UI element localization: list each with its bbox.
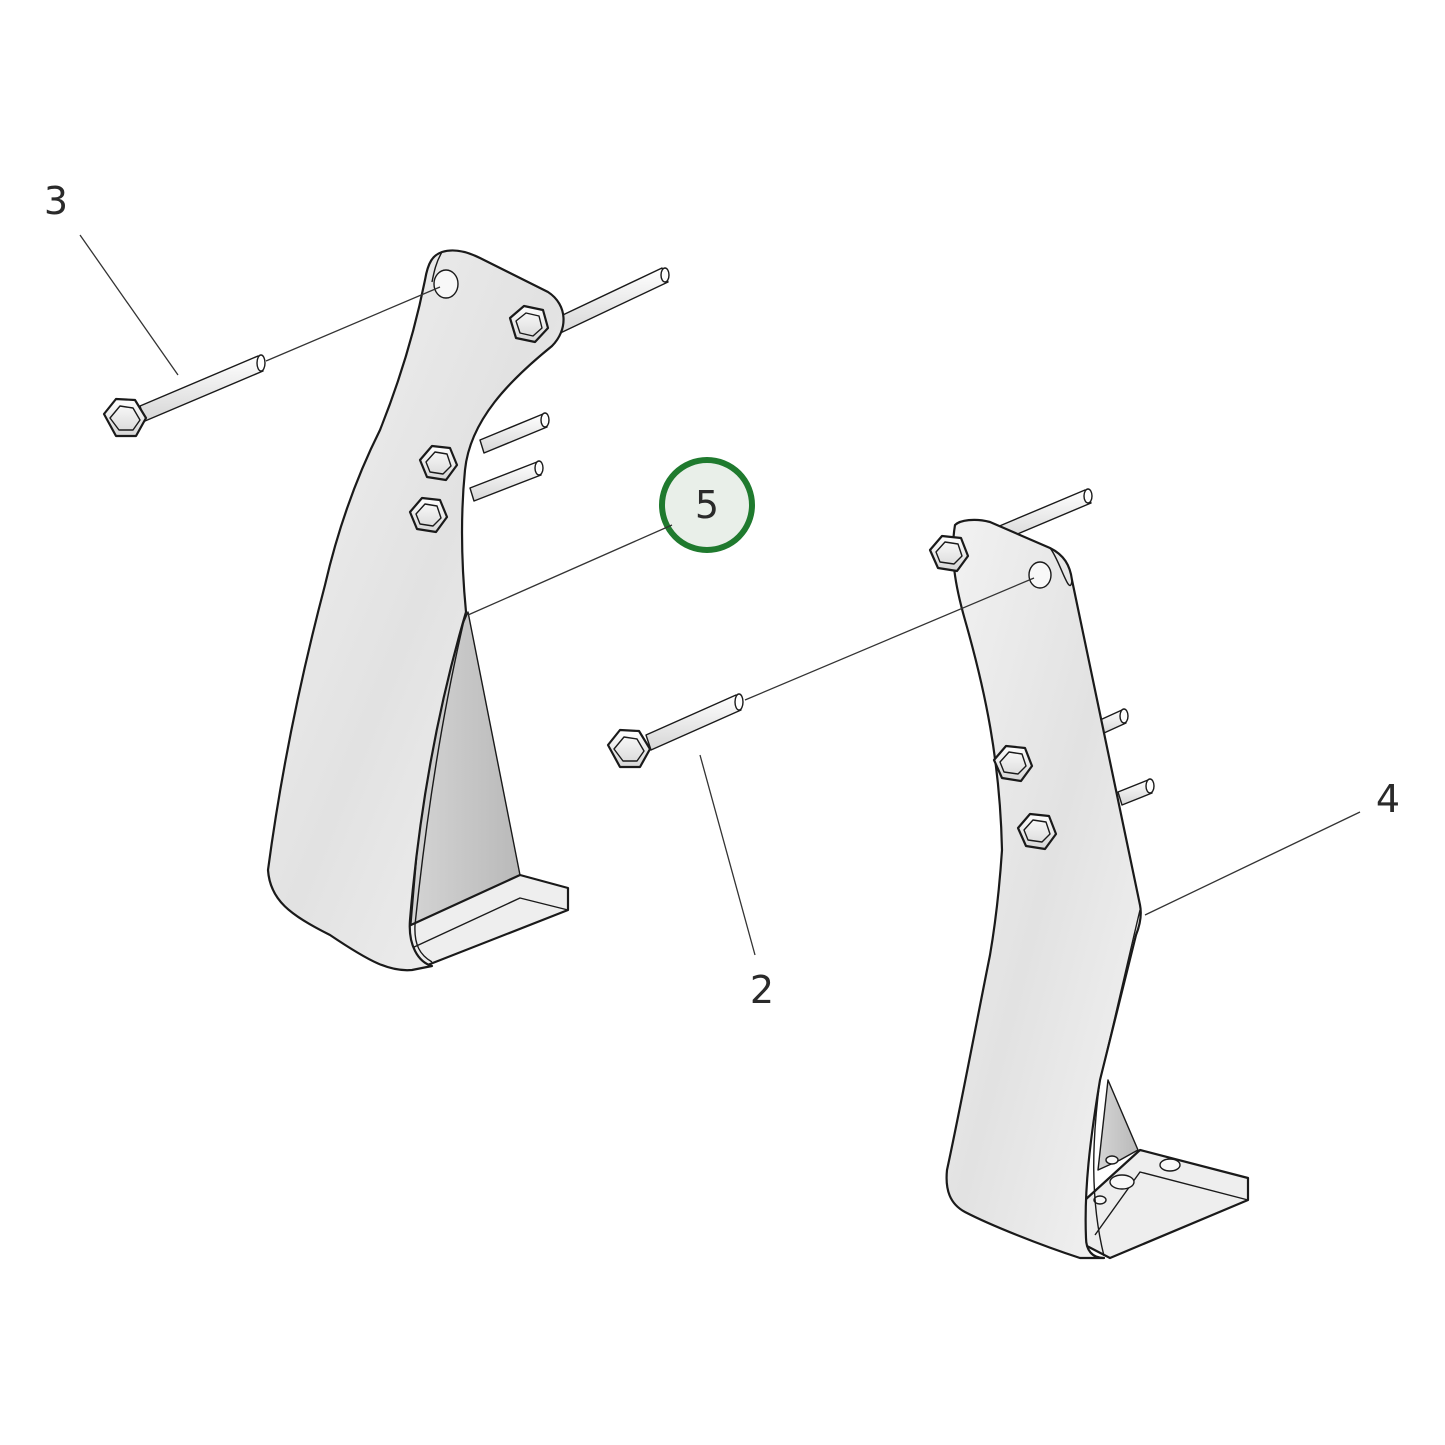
hex-nut-left-low bbox=[408, 496, 449, 534]
bracket-left bbox=[266, 249, 670, 972]
stud-left-mid2 bbox=[469, 460, 544, 502]
stud-left-mid1 bbox=[479, 412, 550, 454]
hex-nut-right-mid bbox=[992, 744, 1034, 783]
hex-nut-right-low bbox=[1016, 812, 1058, 851]
hex-nut-right-top bbox=[928, 534, 970, 573]
stud-left-top bbox=[547, 267, 670, 337]
leader-line-3 bbox=[79, 234, 179, 376]
callout-4[interactable]: 4 bbox=[1144, 777, 1400, 916]
stud-right-top bbox=[989, 488, 1093, 544]
leader-line-2 bbox=[699, 754, 756, 956]
callout-label-5: 5 bbox=[695, 483, 719, 527]
bolt-item-3 bbox=[102, 286, 441, 438]
leader-line-4 bbox=[1144, 811, 1361, 916]
stud-right-mid2 bbox=[1117, 778, 1155, 806]
callout-label-4: 4 bbox=[1376, 777, 1400, 821]
callout-5[interactable]: 5 bbox=[467, 457, 755, 616]
bolt-item-2 bbox=[606, 577, 1035, 769]
leader-line-5 bbox=[467, 524, 673, 616]
bracket-right bbox=[928, 488, 1250, 1260]
highlight-ring bbox=[659, 457, 755, 553]
callout-label-2: 2 bbox=[750, 968, 774, 1012]
callout-3[interactable]: 3 bbox=[44, 179, 179, 376]
callout-2[interactable]: 2 bbox=[699, 754, 774, 1012]
hex-nut-left-top bbox=[508, 304, 550, 344]
callout-label-3: 3 bbox=[44, 179, 68, 223]
hex-nut-left-mid bbox=[418, 444, 459, 482]
